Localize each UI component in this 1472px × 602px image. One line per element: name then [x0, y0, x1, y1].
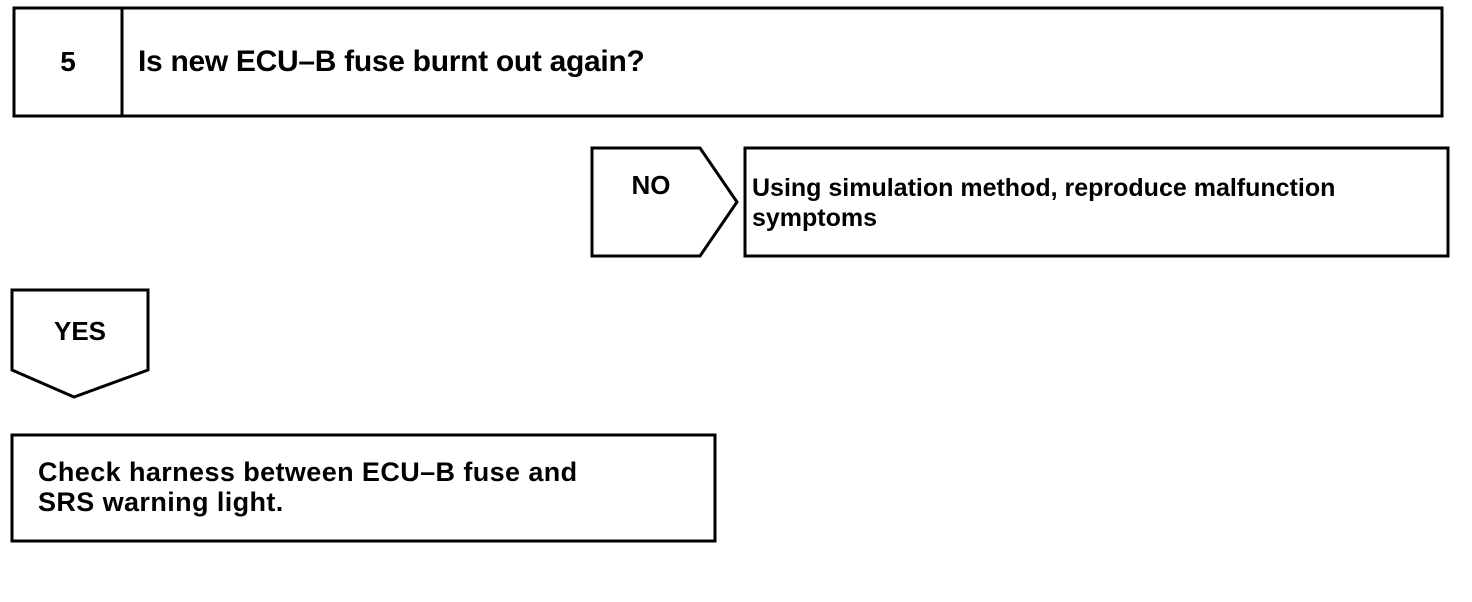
- question-box: [12, 6, 1444, 118]
- yes-result-box: [10, 433, 717, 543]
- yes-result-text: Check harness between ECU–B fuse and SRS…: [38, 457, 694, 517]
- no-branch-label: NO: [631, 170, 671, 200]
- step-question: Is new ECU–B fuse burnt out again?: [138, 45, 645, 78]
- yes-arrow-shape: [10, 288, 150, 399]
- no-result-line-1: Using simulation method, reproduce malfu…: [752, 174, 1336, 202]
- yes-result-line-2: SRS warning light.: [38, 487, 284, 517]
- no-result-box: [743, 146, 1450, 258]
- yes-branch-label: YES: [53, 316, 107, 346]
- no-result-line-2: symptoms: [752, 204, 878, 232]
- step-number: 5: [60, 46, 76, 77]
- yes-result-line-1: Check harness between ECU–B fuse and: [38, 457, 578, 487]
- no-arrow-shape: [590, 146, 739, 258]
- no-result-text: Using simulation method, reproduce malfu…: [752, 173, 1446, 233]
